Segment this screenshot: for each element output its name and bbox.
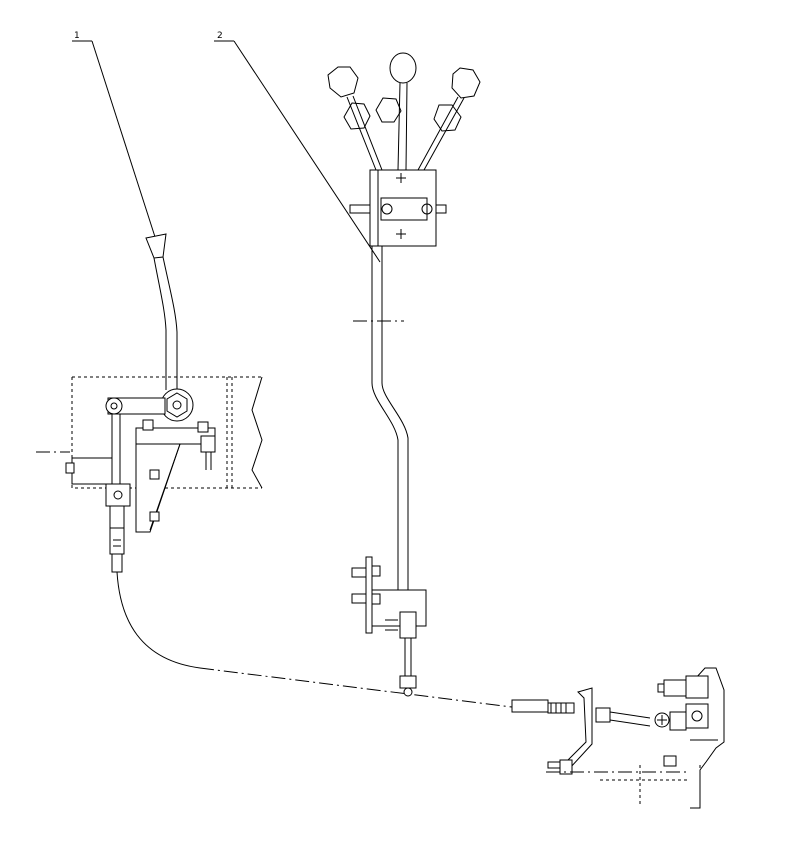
housing-side-bolt [349, 204, 371, 214]
side-block-nut [65, 462, 75, 474]
mount-bolt-1 [351, 567, 367, 578]
frame-bolt [663, 755, 677, 767]
adjuster-threads [113, 539, 121, 547]
side-block [71, 457, 113, 485]
gearbox-top-cover [685, 675, 709, 699]
callout-2: 2 [214, 31, 381, 263]
cable-end-fitting [109, 505, 125, 529]
mount-nut-1 [371, 565, 381, 577]
cable-curve [116, 571, 201, 669]
bracket-foot-bolt [559, 759, 573, 775]
knob-5 [375, 97, 402, 123]
drop-rod-end [399, 675, 417, 689]
bracket-stud [205, 452, 212, 470]
bracket-bolt-1 [142, 419, 154, 431]
pivot-hex-nut [166, 392, 188, 418]
shaft-clevis [399, 611, 417, 639]
knob-1 [327, 66, 359, 98]
lever-knob [145, 233, 167, 259]
callout-1-label: 1 [74, 31, 80, 41]
stem-2 [397, 82, 408, 171]
housing-inner-edge [226, 377, 233, 488]
frame-verticals [639, 765, 701, 806]
bracket-bolt-4 [149, 511, 160, 522]
shaft-left-edge [371, 246, 399, 590]
housing-side-nut [435, 204, 447, 214]
cable-centerline [199, 667, 513, 708]
knob-3 [451, 67, 481, 99]
crosshair-top [396, 173, 406, 183]
control-assembly-2 [327, 52, 481, 697]
cable-sleeve [111, 553, 123, 573]
knob-6 [433, 104, 462, 132]
mount-nut-2 [371, 593, 381, 605]
housing-left-bottom-edge [71, 377, 262, 489]
housing-break-line [251, 376, 263, 489]
push-rod [111, 414, 121, 490]
ball-joint-cross [657, 715, 667, 725]
arm-eye-pin [110, 402, 118, 410]
switch-tip [657, 683, 665, 693]
gearbox-shift-block [685, 703, 709, 729]
drop-rod [404, 638, 412, 676]
shift-arm-boss [669, 711, 687, 731]
slot-pin-left [381, 203, 393, 215]
knob-2 [389, 52, 417, 84]
lever-rod-left [153, 257, 167, 390]
callout-1: 1 [72, 31, 157, 241]
pivot-hole [172, 400, 182, 410]
arm-eye [105, 397, 123, 415]
bracket-web [135, 443, 181, 533]
bracket-nut [200, 435, 216, 453]
angle-bracket [547, 687, 593, 769]
lever-rod-right [162, 256, 178, 390]
lower-bracket [371, 589, 427, 627]
crosshair-bottom [396, 229, 406, 239]
shaft-right-edge [381, 246, 409, 590]
cable-adjuster [109, 527, 125, 555]
drop-rod-pin [403, 687, 413, 697]
transmission-end-assembly [511, 667, 725, 809]
bracket-bolt-2 [197, 421, 209, 433]
bracket-bolt-3 [149, 469, 160, 480]
slot-pin-right [421, 203, 433, 215]
lever-assembly-1 [36, 233, 263, 573]
cable-sleeve-right [511, 699, 549, 713]
linkage-rod [609, 711, 651, 727]
shift-block-bolt [691, 710, 703, 722]
threads-right [550, 703, 567, 713]
rod-clevis [105, 483, 131, 507]
clevis-pin [113, 490, 123, 500]
mount-bolt-2 [351, 593, 367, 604]
stem-1 [346, 95, 383, 171]
callout-2-leader [233, 40, 381, 263]
callout-2-label: 2 [217, 31, 223, 41]
linkage-nut [595, 707, 611, 723]
stem-3 [417, 96, 465, 171]
mount-plate [365, 556, 373, 634]
clevis-bolts [385, 619, 398, 631]
callout-1-leader [91, 40, 157, 241]
gearbox-switch [663, 679, 687, 697]
housing-slot [380, 197, 428, 221]
